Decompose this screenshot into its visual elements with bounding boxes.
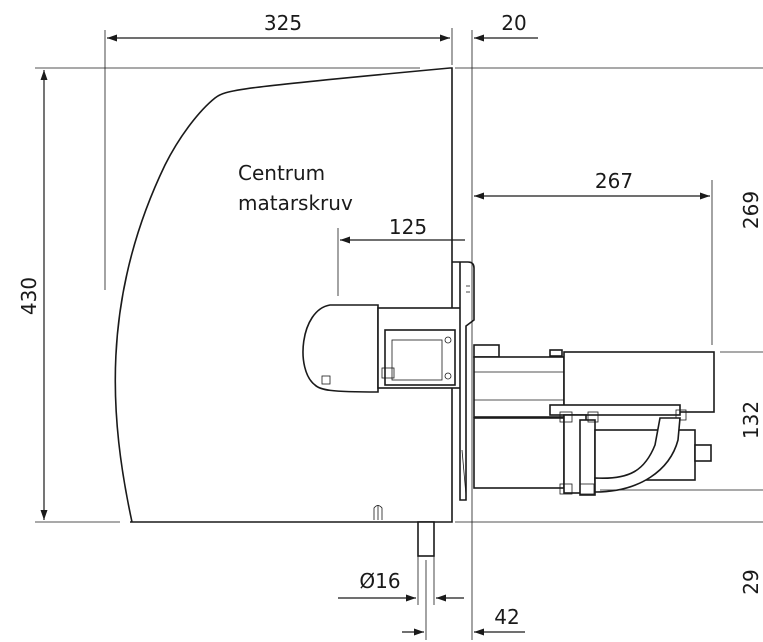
dim-diameter-16-label: Ø16 — [359, 569, 400, 593]
dimension-feeder-length: 267 — [474, 169, 710, 200]
burner-housing — [114, 67, 453, 523]
dimension-feeder-top: 269 — [739, 191, 763, 229]
dim-42-label: 42 — [494, 605, 519, 629]
mounting-flange — [452, 261, 475, 501]
label-line-2: matarskruv — [238, 191, 353, 215]
dimension-offset-top: 20 — [474, 11, 538, 42]
dimension-screw-center: 125 — [340, 215, 465, 244]
extension-lines — [35, 28, 763, 640]
dim-125-label: 125 — [389, 215, 427, 239]
dimension-height-total: 430 — [17, 70, 48, 520]
dimension-shaft-offset: 42 — [402, 605, 525, 636]
dim-430-label: 430 — [17, 277, 41, 315]
dim-29-label: 29 — [739, 569, 763, 594]
feeder-assembly — [473, 344, 715, 496]
label-line-1: Centrum — [238, 161, 325, 185]
dimension-width-total: 325 — [107, 11, 450, 42]
shaft — [417, 521, 435, 557]
dim-20-label: 20 — [501, 11, 526, 35]
dim-267-label: 267 — [595, 169, 633, 193]
screw-center-label: Centrum matarskruv — [238, 161, 353, 215]
motor-housing — [302, 304, 464, 393]
dim-325-label: 325 — [264, 11, 302, 35]
dimension-shaft-diameter: Ø16 — [338, 569, 464, 602]
dim-132-label: 132 — [739, 401, 763, 439]
dimension-bottom-offset: 29 — [739, 569, 763, 594]
dimension-feeder-height: 132 — [739, 401, 763, 439]
dim-269-label: 269 — [739, 191, 763, 229]
